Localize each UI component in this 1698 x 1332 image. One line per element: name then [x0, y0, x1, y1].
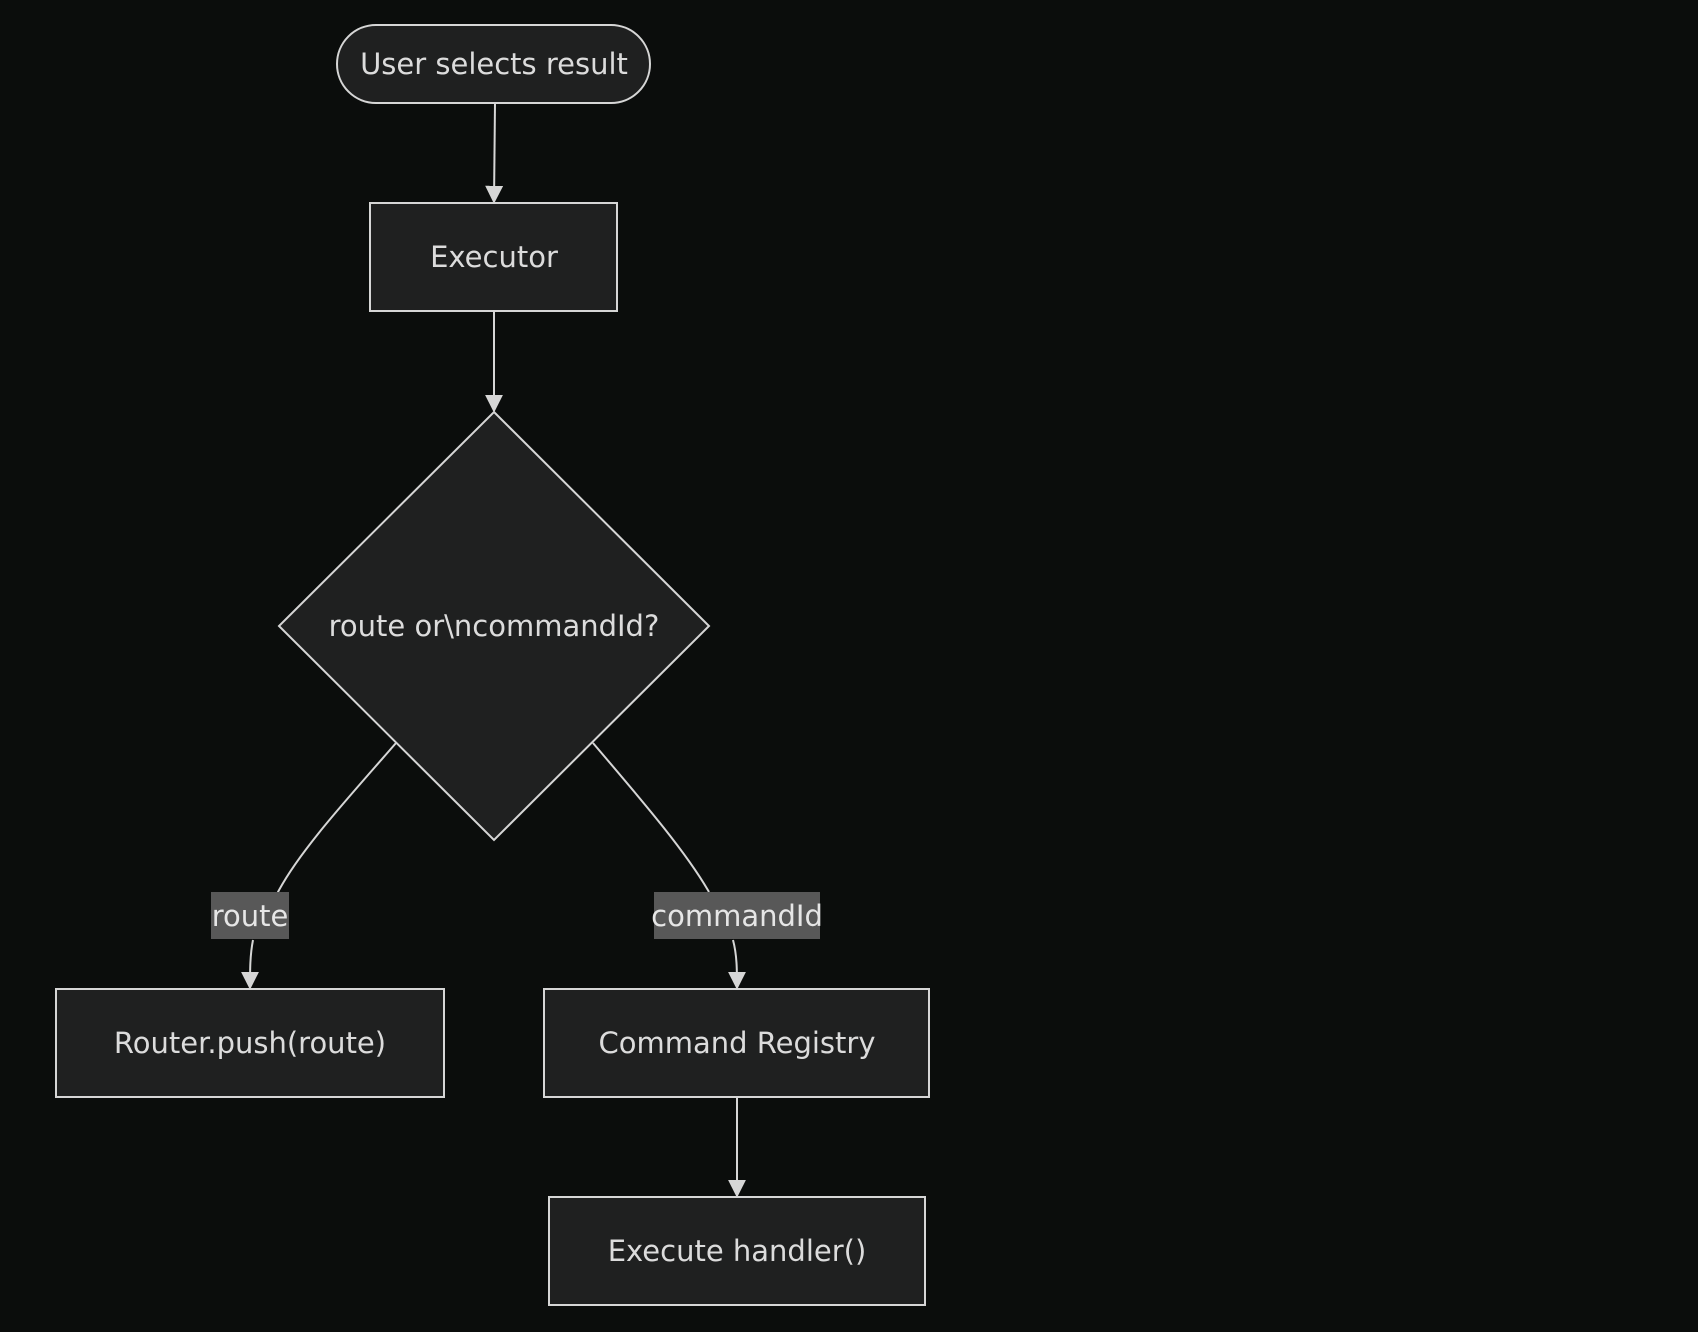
edge-label-route-text: route: [212, 899, 289, 933]
edges: [241, 102, 746, 1198]
node-decision-label: route or\ncommandId?: [329, 609, 660, 643]
edge-label-route: route: [211, 892, 289, 939]
edge-decision-to-router: [277, 742, 397, 894]
edge-label-commandid: commandId: [651, 892, 823, 939]
edge-decision-to-registry-tail: [727, 939, 746, 990]
node-start-label: User selects result: [360, 47, 628, 81]
node-registry-label: Command Registry: [599, 1026, 876, 1060]
edge-label-commandid-text: commandId: [651, 899, 823, 933]
node-executor-label: Executor: [430, 240, 558, 274]
node-registry: Command Registry: [543, 988, 930, 1098]
node-handler-label: Execute handler(): [608, 1234, 867, 1268]
node-start: User selects result: [336, 24, 651, 104]
node-executor: Executor: [369, 202, 618, 312]
edge-decision-to-router-tail: [241, 939, 260, 990]
edge-decision-to-registry: [592, 742, 710, 893]
node-decision: route or\ncommandId?: [277, 410, 711, 842]
node-handler: Execute handler(): [548, 1196, 926, 1306]
node-router: Router.push(route): [55, 988, 445, 1098]
edge-start-to-executor: [485, 102, 504, 204]
node-router-label: Router.push(route): [114, 1026, 386, 1060]
